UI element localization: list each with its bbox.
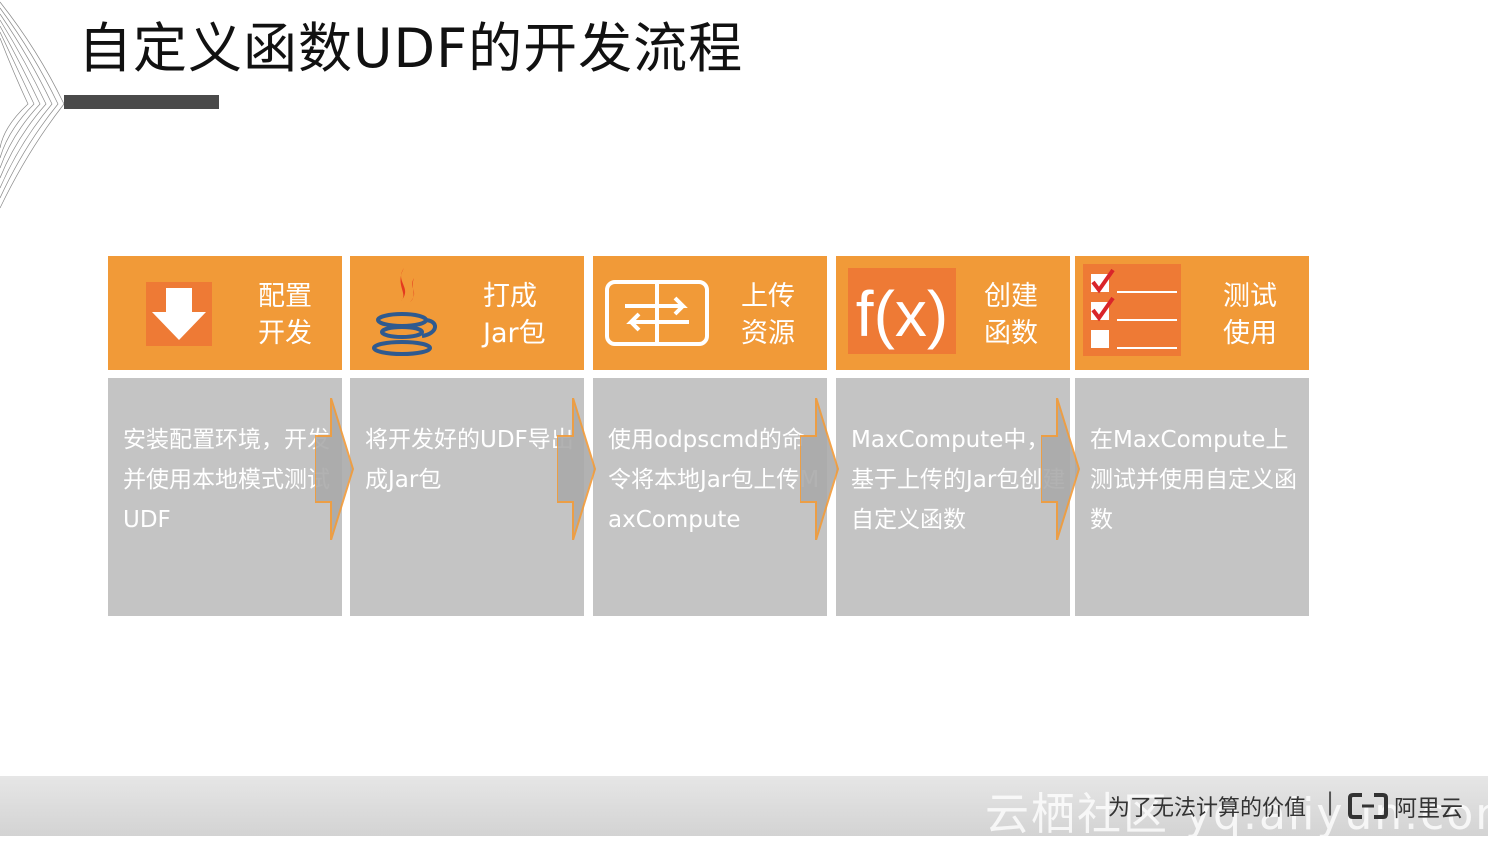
step-label: 测试 使用 (1223, 281, 1277, 349)
aliyun-logo-icon (1348, 793, 1388, 819)
svg-text:f(x): f(x) (856, 278, 948, 350)
logo-text: 阿里云 (1394, 796, 1463, 822)
watermark: 云栖社区 yq.aliyun.com (985, 789, 1488, 840)
footer-bar: 云栖社区 yq.aliyun.com 为了无法计算的价值 | 阿里云 (0, 776, 1488, 840)
step-header: 上传 资源 (593, 256, 827, 370)
flow-arrow (800, 398, 840, 540)
step-description: MaxCompute中，基于上传的Jar包创建自定义函数 (851, 427, 1066, 533)
step-body: 将开发好的UDF导出成Jar包 (350, 378, 584, 616)
transfer-arrows-icon (605, 280, 709, 346)
step-header: 测试 使用 (1075, 256, 1309, 370)
flow-arrow (557, 398, 597, 540)
footer-separator: | (1326, 788, 1335, 816)
step-label: 上传 资源 (741, 281, 795, 349)
corner-swoosh-decoration (0, 1, 65, 209)
step-body: 使用odpscmd的命令将本地Jar包上传MaxCompute (593, 378, 827, 616)
checklist-icon (1083, 264, 1181, 356)
step-body: 在MaxCompute上测试并使用自定义函数 (1075, 378, 1309, 616)
step-create-function: f(x) 创建 函数 MaxCompute中，基于上传的Jar包创建自定义函数 (836, 256, 1070, 616)
step-description: 在MaxCompute上测试并使用自定义函数 (1090, 427, 1297, 533)
flow-arrow (315, 398, 355, 540)
step-header: f(x) 创建 函数 (836, 256, 1070, 370)
step-package-jar: 打成 Jar包 将开发好的UDF导出成Jar包 (350, 256, 584, 616)
step-header: 打成 Jar包 (350, 256, 584, 370)
footer-slogan: 为了无法计算的价值 (1108, 796, 1307, 821)
flow-arrow (1041, 398, 1081, 540)
download-arrow-icon (146, 282, 212, 346)
title-underline-bar (64, 95, 219, 109)
step-test-use: 测试 使用 在MaxCompute上测试并使用自定义函数 (1075, 256, 1309, 616)
step-label: 创建 函数 (984, 281, 1038, 349)
step-description: 使用odpscmd的命令将本地Jar包上传MaxCompute (608, 427, 820, 533)
page-title: 自定义函数UDF的开发流程 (78, 17, 744, 80)
step-description: 将开发好的UDF导出成Jar包 (365, 427, 574, 493)
step-upload-resource: 上传 资源 使用odpscmd的命令将本地Jar包上传MaxCompute (593, 256, 827, 616)
step-label: 配置 开发 (258, 281, 312, 349)
step-configure-develop: 配置 开发 安装配置环境，开发并使用本地模式测试UDF (108, 256, 342, 616)
step-label: 打成 Jar包 (483, 281, 546, 349)
step-body: 安装配置环境，开发并使用本地模式测试UDF (108, 378, 342, 616)
step-body: MaxCompute中，基于上传的Jar包创建自定义函数 (836, 378, 1070, 616)
step-header: 配置 开发 (108, 256, 342, 370)
step-description: 安装配置环境，开发并使用本地模式测试UDF (123, 427, 330, 533)
function-fx-icon: f(x) (848, 268, 956, 354)
java-coffee-icon (372, 268, 437, 356)
